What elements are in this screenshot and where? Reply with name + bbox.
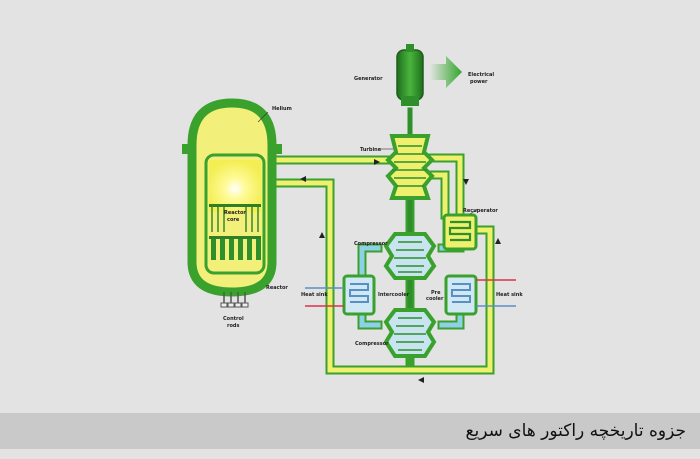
recuperator-label: Recuperator <box>463 208 498 214</box>
compressor-top <box>383 232 437 280</box>
heat-sink-right-label: Heat sink <box>496 292 523 298</box>
generator-label: Generator <box>354 76 383 82</box>
control-rods-label-line1: Control <box>223 316 244 322</box>
flow-arrow-icon <box>495 238 501 244</box>
compressor-bottom <box>383 308 437 358</box>
precooler-label-line2: cooler <box>426 296 444 302</box>
caption-text: جزوه تاریخچه راکتور های سریع <box>465 421 686 441</box>
control-rods-label-line2: rods <box>227 323 239 329</box>
intercooler <box>305 274 376 316</box>
reactor-core-label-line2: core <box>227 217 240 223</box>
heat-sink-left-label: Heat sink <box>301 292 328 298</box>
reactor-vessel <box>182 98 282 308</box>
flow-arrow-icon <box>374 159 380 165</box>
flow-arrow-icon <box>463 179 469 185</box>
power-arrow-icon <box>430 56 462 88</box>
turbine <box>385 134 435 200</box>
precooler <box>444 274 516 316</box>
flow-arrow-icon <box>319 232 325 238</box>
electrical-power-label-line2: power <box>470 79 488 85</box>
reactor-label: Reactor <box>266 285 288 291</box>
flow-arrows <box>300 159 501 383</box>
intercooler-label: Intercooler <box>378 292 410 298</box>
precooler-label-line1: Pre <box>431 290 441 296</box>
caption-bar: جزوه تاریخچه راکتور های سریع <box>0 413 700 449</box>
flow-arrow-icon <box>418 377 424 383</box>
helium-label: Helium <box>272 106 292 112</box>
turbine-label: Turbine <box>360 147 382 153</box>
electrical-power-label-line1: Electrical <box>468 72 494 78</box>
compressor-bottom-label: Compressor <box>355 341 389 347</box>
flow-arrow-icon <box>300 176 306 182</box>
recuperator <box>442 213 478 251</box>
reactor-schematic: Generator Electrical power Helium Turbin… <box>182 44 523 383</box>
generator <box>396 44 462 106</box>
compressor-top-label: Compressor <box>354 241 388 247</box>
reactor-core-label-line1: Reactor <box>224 210 246 216</box>
